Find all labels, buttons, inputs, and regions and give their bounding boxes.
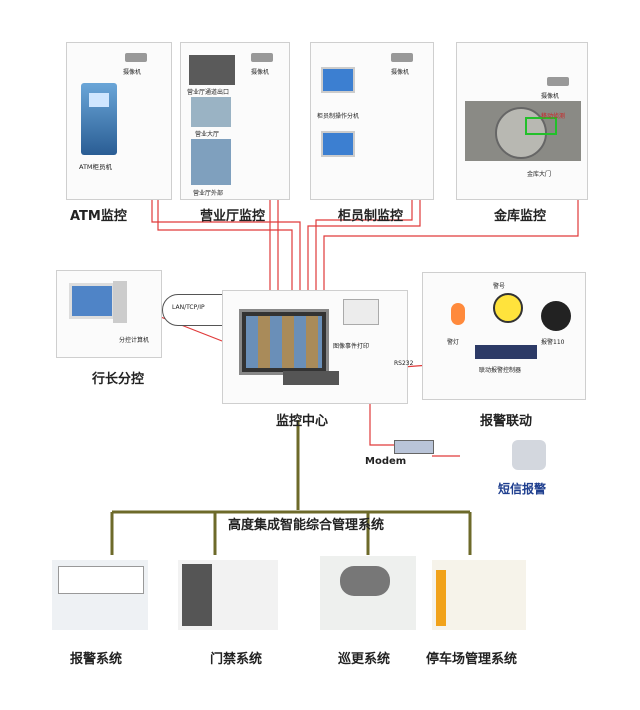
branch-device-label: 分控计算机	[119, 337, 150, 344]
center-title: 监控中心	[276, 414, 329, 429]
network-label: LAN/TCP/IP	[172, 304, 205, 311]
controller-label: 联动报警控制器	[479, 367, 522, 374]
rs232-label: RS232	[394, 360, 414, 367]
vault-alert-label: 移动侦测	[541, 113, 566, 120]
siren-label: 警号	[493, 283, 506, 290]
bus-title: 高度集成智能综合管理系统	[228, 518, 385, 533]
hall-lobby-scene-icon	[191, 97, 231, 127]
camera-icon	[391, 53, 413, 62]
subsystem-label: 门禁系统	[210, 652, 263, 667]
panel-atm: ATM柜员机 摄像机	[66, 42, 172, 200]
modem-icon	[394, 440, 434, 454]
subsystem-label: 报警系统	[70, 652, 123, 667]
hall-scene2-label: 营业大厅	[195, 131, 220, 138]
atm-machine-icon	[81, 83, 117, 155]
computer-icon	[69, 283, 115, 319]
atm-camera-label: 摄像机	[123, 69, 142, 76]
printer-icon	[343, 299, 379, 325]
panel-hall: 营业厅通道出口 营业大厅 营业厅外部 摄像机	[180, 42, 290, 200]
counter-device-label: 柜员制操作分机	[317, 113, 360, 120]
hall-title: 营业厅监控	[200, 209, 266, 224]
recorder-icon	[283, 371, 339, 385]
video-wall-monitor-icon	[239, 309, 329, 375]
parking-system-image	[432, 560, 526, 630]
alarm-controller-icon	[475, 345, 537, 359]
wire-center-modem	[369, 385, 394, 446]
hall-exit-scene-icon	[189, 55, 235, 85]
siren-icon	[493, 293, 523, 323]
mobile-phone-icon	[512, 440, 546, 470]
panel-branch: 分控计算机	[56, 270, 162, 358]
alarm-system-image	[52, 560, 148, 630]
monitor-icon	[321, 67, 355, 93]
modem-label: Modem	[365, 456, 407, 467]
vault-title: 金库监控	[494, 209, 547, 224]
monitor-icon	[321, 131, 355, 157]
computer-tower-icon	[113, 281, 127, 323]
printer-label: 图像事件打印	[333, 343, 370, 350]
access-control-image	[178, 560, 278, 630]
panel-alarm-link: 警灯 警号 报警110 联动报警控制器	[422, 272, 586, 400]
camera-icon	[547, 77, 569, 86]
vault-door-label: 金库大门	[527, 171, 552, 178]
branch-title: 行长分控	[92, 372, 145, 387]
panel-center: 图像事件打印	[222, 290, 408, 404]
camera-icon	[125, 53, 147, 62]
vault-door-icon	[465, 101, 581, 161]
patrol-system-image	[320, 556, 416, 630]
call-110-icon	[541, 301, 571, 331]
warning-lamp-icon	[451, 303, 465, 325]
hall-scene3-label: 营业厅外部	[193, 190, 224, 197]
counter-title: 柜员制监控	[338, 209, 404, 224]
call-label: 报警110	[541, 339, 565, 346]
subsystem-label: 巡更系统	[338, 652, 391, 667]
hall-scene1-label: 营业厅通道出口	[187, 89, 230, 96]
alarm-link-title: 报警联动	[480, 414, 533, 429]
hall-camera-label: 摄像机	[251, 69, 270, 76]
camera-icon	[251, 53, 273, 62]
atm-device-label: ATM柜员机	[79, 163, 113, 171]
subsystem-label: 停车场管理系统	[426, 652, 518, 667]
panel-counter: 柜员制操作分机 摄像机	[310, 42, 434, 200]
lamp-label: 警灯	[447, 339, 460, 346]
vault-camera-label: 摄像机	[541, 93, 560, 100]
atm-title: ATM监控	[70, 209, 127, 224]
panel-vault: 移动侦测 金库大门 摄像机	[456, 42, 588, 200]
counter-camera-label: 摄像机	[391, 69, 410, 76]
sms-title: 短信报警	[498, 482, 547, 496]
hall-exterior-scene-icon	[191, 139, 231, 185]
